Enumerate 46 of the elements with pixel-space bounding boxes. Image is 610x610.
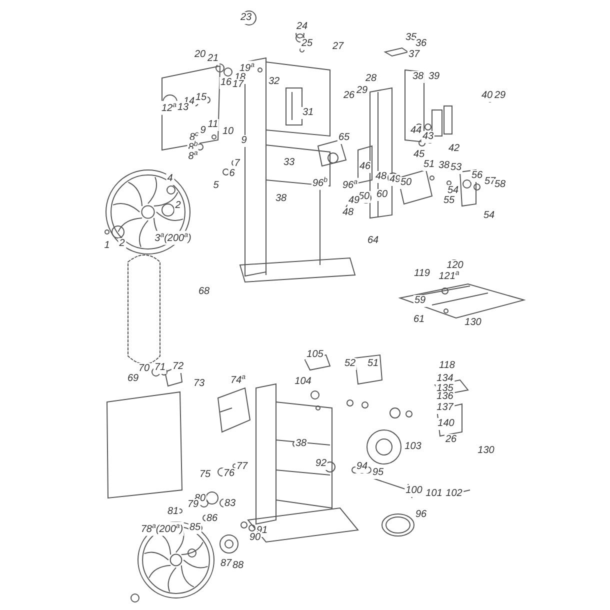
callout-number: 23 [239, 12, 253, 24]
callout-number: 16 [219, 77, 233, 89]
callout-number: 43 [421, 131, 435, 143]
callout-number: 137 [436, 402, 454, 414]
callout-number: 48 [374, 171, 388, 183]
callout-number: 85 [188, 522, 202, 534]
callout-number: 15 [194, 92, 208, 104]
callout-number: 4 [166, 173, 174, 185]
callout-number: 12$^{a}$ [160, 100, 178, 116]
callout-number: 100 [404, 485, 424, 497]
callout-number: 95 [371, 467, 385, 479]
callout-number: 11 [206, 119, 220, 131]
callout-number: 59 [413, 295, 427, 307]
callout-number: 72 [171, 361, 185, 373]
callout-number: 52 [343, 358, 357, 370]
callout-number: 28 [364, 73, 378, 85]
callout-number: 21 [206, 53, 220, 65]
callout-number: 60 [375, 189, 389, 201]
callout-number: 46 [358, 161, 372, 173]
callout-number: 92 [314, 458, 328, 470]
callout-number: 83 [223, 498, 237, 510]
callout-number: 51 [422, 159, 436, 171]
callout-number: 71 [153, 362, 167, 374]
callout-number: 2 [118, 238, 126, 250]
callout-number: 40 [480, 90, 494, 102]
callout-number: 65 [337, 132, 351, 144]
callout-number: 26 [444, 434, 458, 446]
callout-number: 38 [294, 438, 308, 450]
callout-number: 49 [347, 195, 361, 207]
callout-number: 38 [411, 71, 425, 83]
callout-number: 101 [424, 488, 444, 500]
callout-number: 2 [174, 200, 182, 212]
callout-number: 94 [355, 461, 369, 473]
callout-number: 50 [399, 177, 413, 189]
callout-number: 53 [449, 162, 463, 174]
callout-number: 140 [436, 418, 456, 430]
callout-number: 9 [240, 135, 248, 147]
callout-number: 96$^{b}$ [311, 176, 329, 190]
callout-number: 78$^{a}$(200$^{a}$) [140, 522, 184, 536]
callout-number: 3$^{a}$(200$^{a}$) [154, 230, 192, 246]
callout-number: 105 [306, 349, 324, 361]
callout-number: 56 [470, 170, 484, 182]
callout-number: 31 [301, 107, 315, 119]
callout-number: 24 [295, 21, 309, 33]
callout-number: 29 [355, 85, 369, 97]
callout-number: 25 [300, 38, 314, 50]
